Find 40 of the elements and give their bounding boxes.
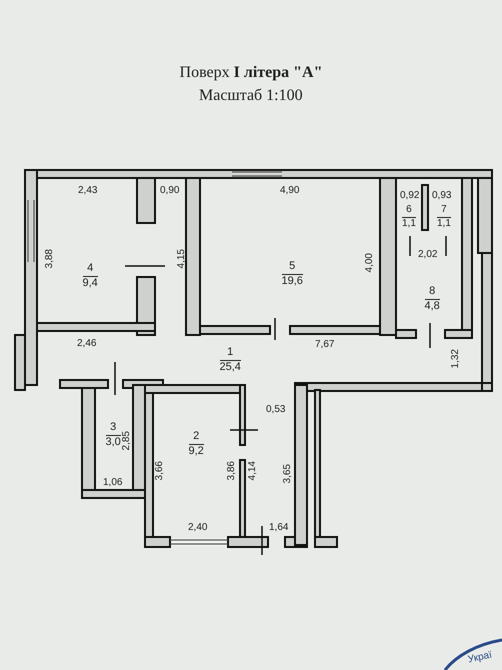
room-number: 3 <box>106 421 121 436</box>
room-area: 4,8 <box>424 300 440 314</box>
room-area: 9,4 <box>82 276 98 290</box>
dimension-text: 3,86 <box>227 460 237 480</box>
room-area: 3,0 <box>106 436 121 450</box>
room-number: 8 <box>424 285 440 300</box>
dimension-text: 0,93 <box>432 191 452 201</box>
stamp-text: Украї <box>467 650 493 666</box>
dimension-text: 4,90 <box>280 186 300 196</box>
room-area: 9,2 <box>188 444 204 458</box>
dimension-text: 1,06 <box>103 478 122 488</box>
dimension-text: 3,65 <box>283 464 293 483</box>
dimension-text: 4,15 <box>177 248 187 268</box>
dimension-text: 2,40 <box>188 523 208 533</box>
dimension-text: 3,88 <box>45 248 55 268</box>
dimension-text: 2,02 <box>418 250 438 260</box>
room-number: 7 <box>437 204 451 218</box>
dimension-text: 2,46 <box>77 339 96 349</box>
dimension-text: 7,67 <box>315 340 334 350</box>
dimension-text: 0,92 <box>400 191 420 201</box>
dimension-text: 3,66 <box>155 460 165 480</box>
room-number: 6 <box>402 204 416 218</box>
dimension-text: 4,14 <box>248 460 258 480</box>
room-area: 1,1 <box>437 218 451 230</box>
dimension-text: 1,64 <box>269 523 288 533</box>
room-area: 19,6 <box>282 274 303 288</box>
room-number: 2 <box>188 430 204 445</box>
room-number: 5 <box>282 260 303 275</box>
plan-title: Поверх I літера "А" <box>178 64 324 82</box>
scale-note: Масштаб 1:100 <box>199 88 303 104</box>
dimension-text: 1,32 <box>451 348 461 368</box>
dimension-text: 0,53 <box>266 405 286 415</box>
room-area: 25,4 <box>220 360 241 374</box>
dimension-text: 0,90 <box>160 186 180 196</box>
dimension-text: 2,43 <box>78 186 98 196</box>
dimension-text: 2,85 <box>122 430 132 450</box>
room-number: 1 <box>220 346 241 361</box>
room-area: 1,1 <box>402 218 416 230</box>
dimension-text: 4,00 <box>365 252 375 272</box>
room-number: 4 <box>82 262 98 277</box>
